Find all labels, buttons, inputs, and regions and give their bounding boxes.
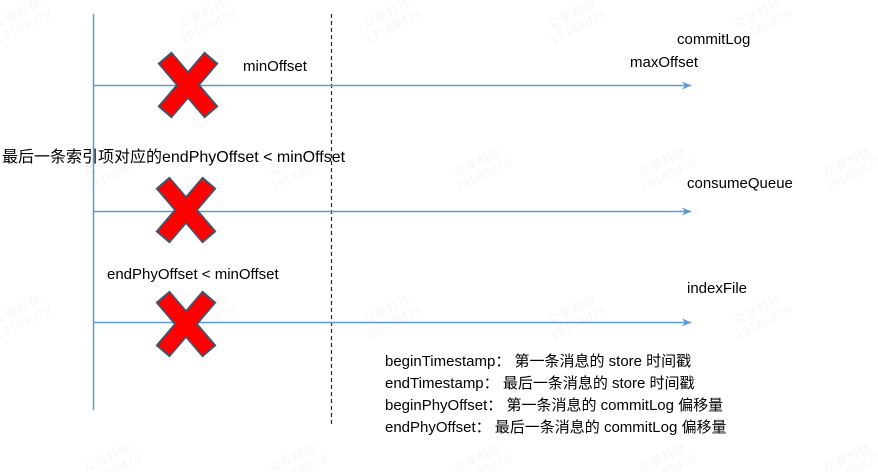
- cross-mark-indexfile-icon: [163, 297, 210, 352]
- min-offset-label: minOffset: [243, 58, 307, 75]
- max-offset-label: maxOffset: [630, 54, 699, 71]
- cross-mark-consumequeue-icon: [163, 183, 210, 238]
- legend-line-begin-phyoffset: beginPhyOffset： 第一条消息的 commitLog 偏移量: [385, 397, 724, 414]
- indexfile-label: indexFile: [687, 280, 748, 297]
- endphyoffset-note: endPhyOffset < minOffset: [107, 266, 279, 283]
- legend-line-begin-timestamp: beginTimestamp： 第一条消息的 store 时间戳: [385, 353, 692, 370]
- last-index-note: 最后一条索引项对应的endPhyOffset < minOffset: [2, 149, 346, 166]
- commitlog-label: commitLog: [677, 31, 751, 48]
- legend-block: beginTimestamp： 第一条消息的 store 时间戳 endTime…: [385, 351, 726, 439]
- consumequeue-label: consumeQueue: [687, 175, 793, 192]
- legend-line-end-phyoffset: endPhyOffset： 最后一条消息的 commitLog 偏移量: [385, 419, 727, 436]
- legend-line-end-timestamp: endTimestamp： 最后一条消息的 store 时间戳: [385, 375, 695, 392]
